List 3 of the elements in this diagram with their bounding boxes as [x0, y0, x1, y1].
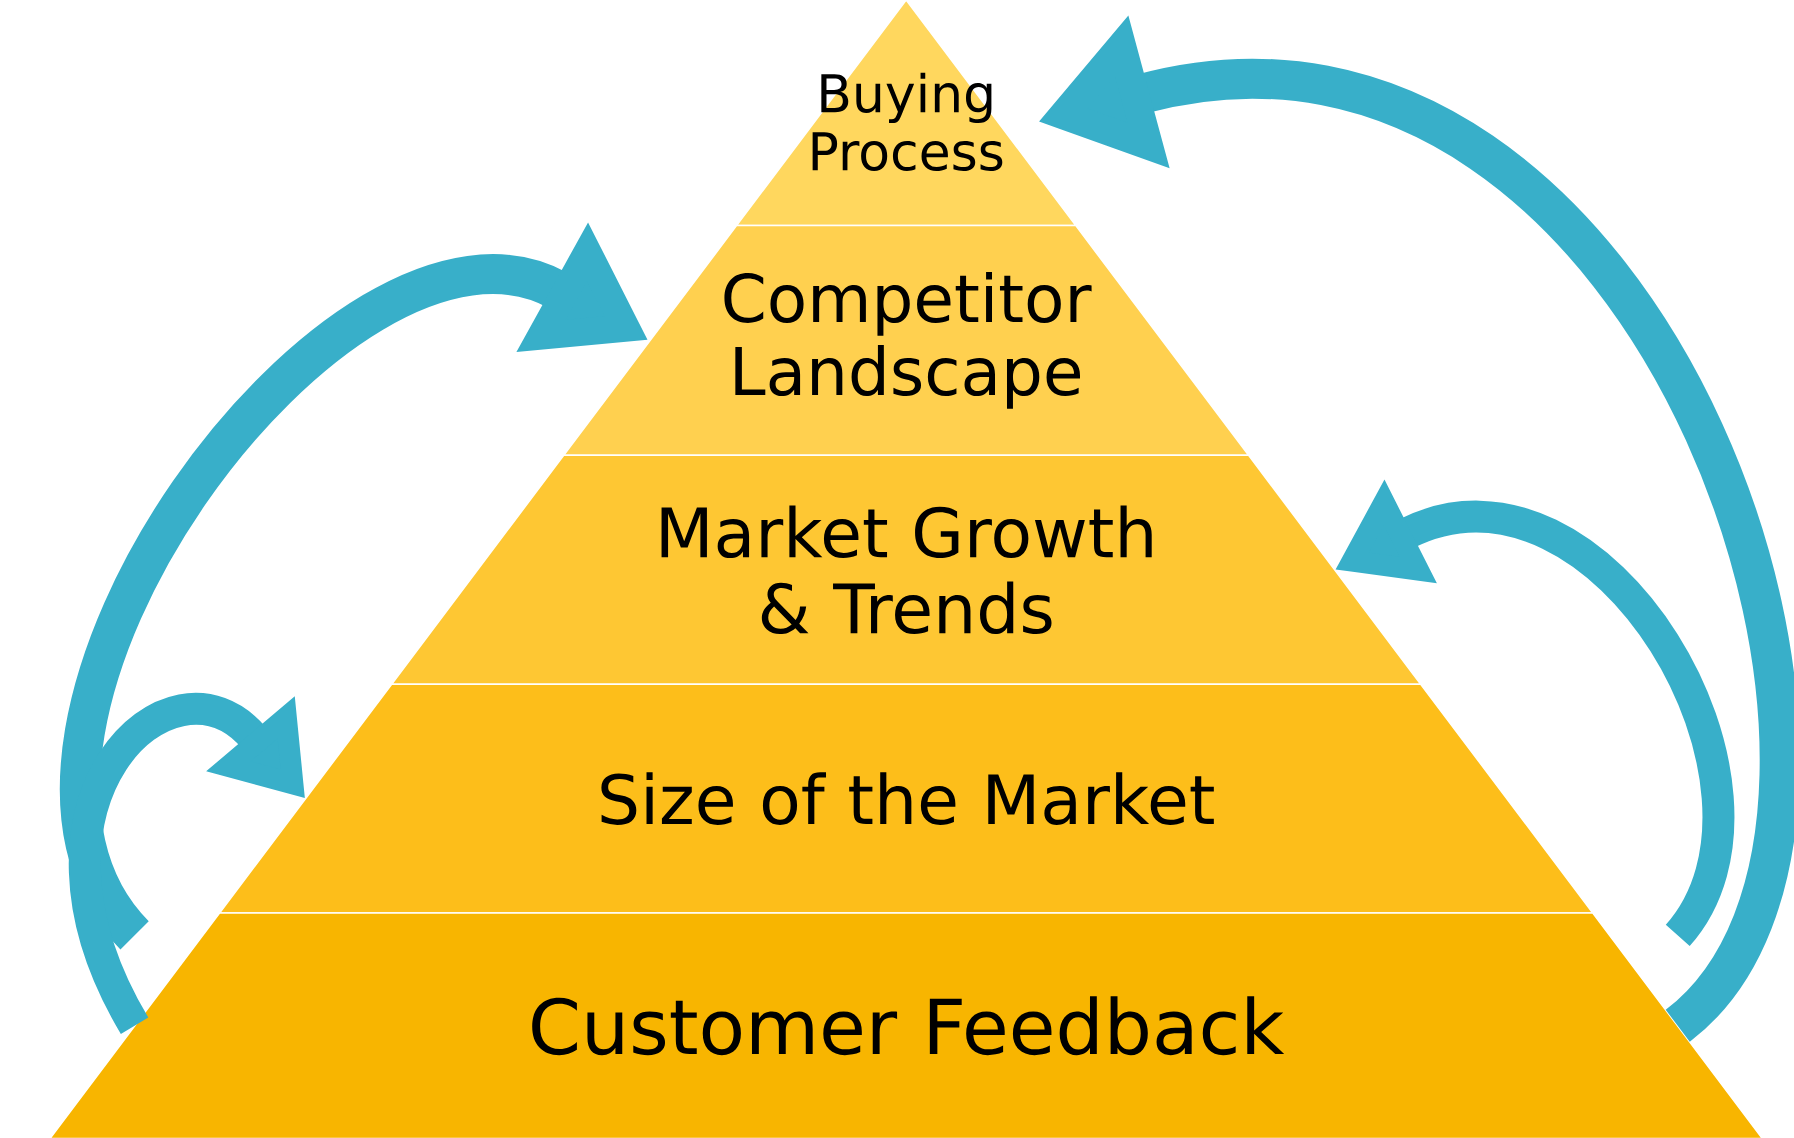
- pyramid-band: Competitor Landscape: [562, 224, 1251, 456]
- pyramid-band: Size of the Market: [218, 683, 1595, 914]
- pyramid-band: Market Growth & Trends: [390, 454, 1423, 685]
